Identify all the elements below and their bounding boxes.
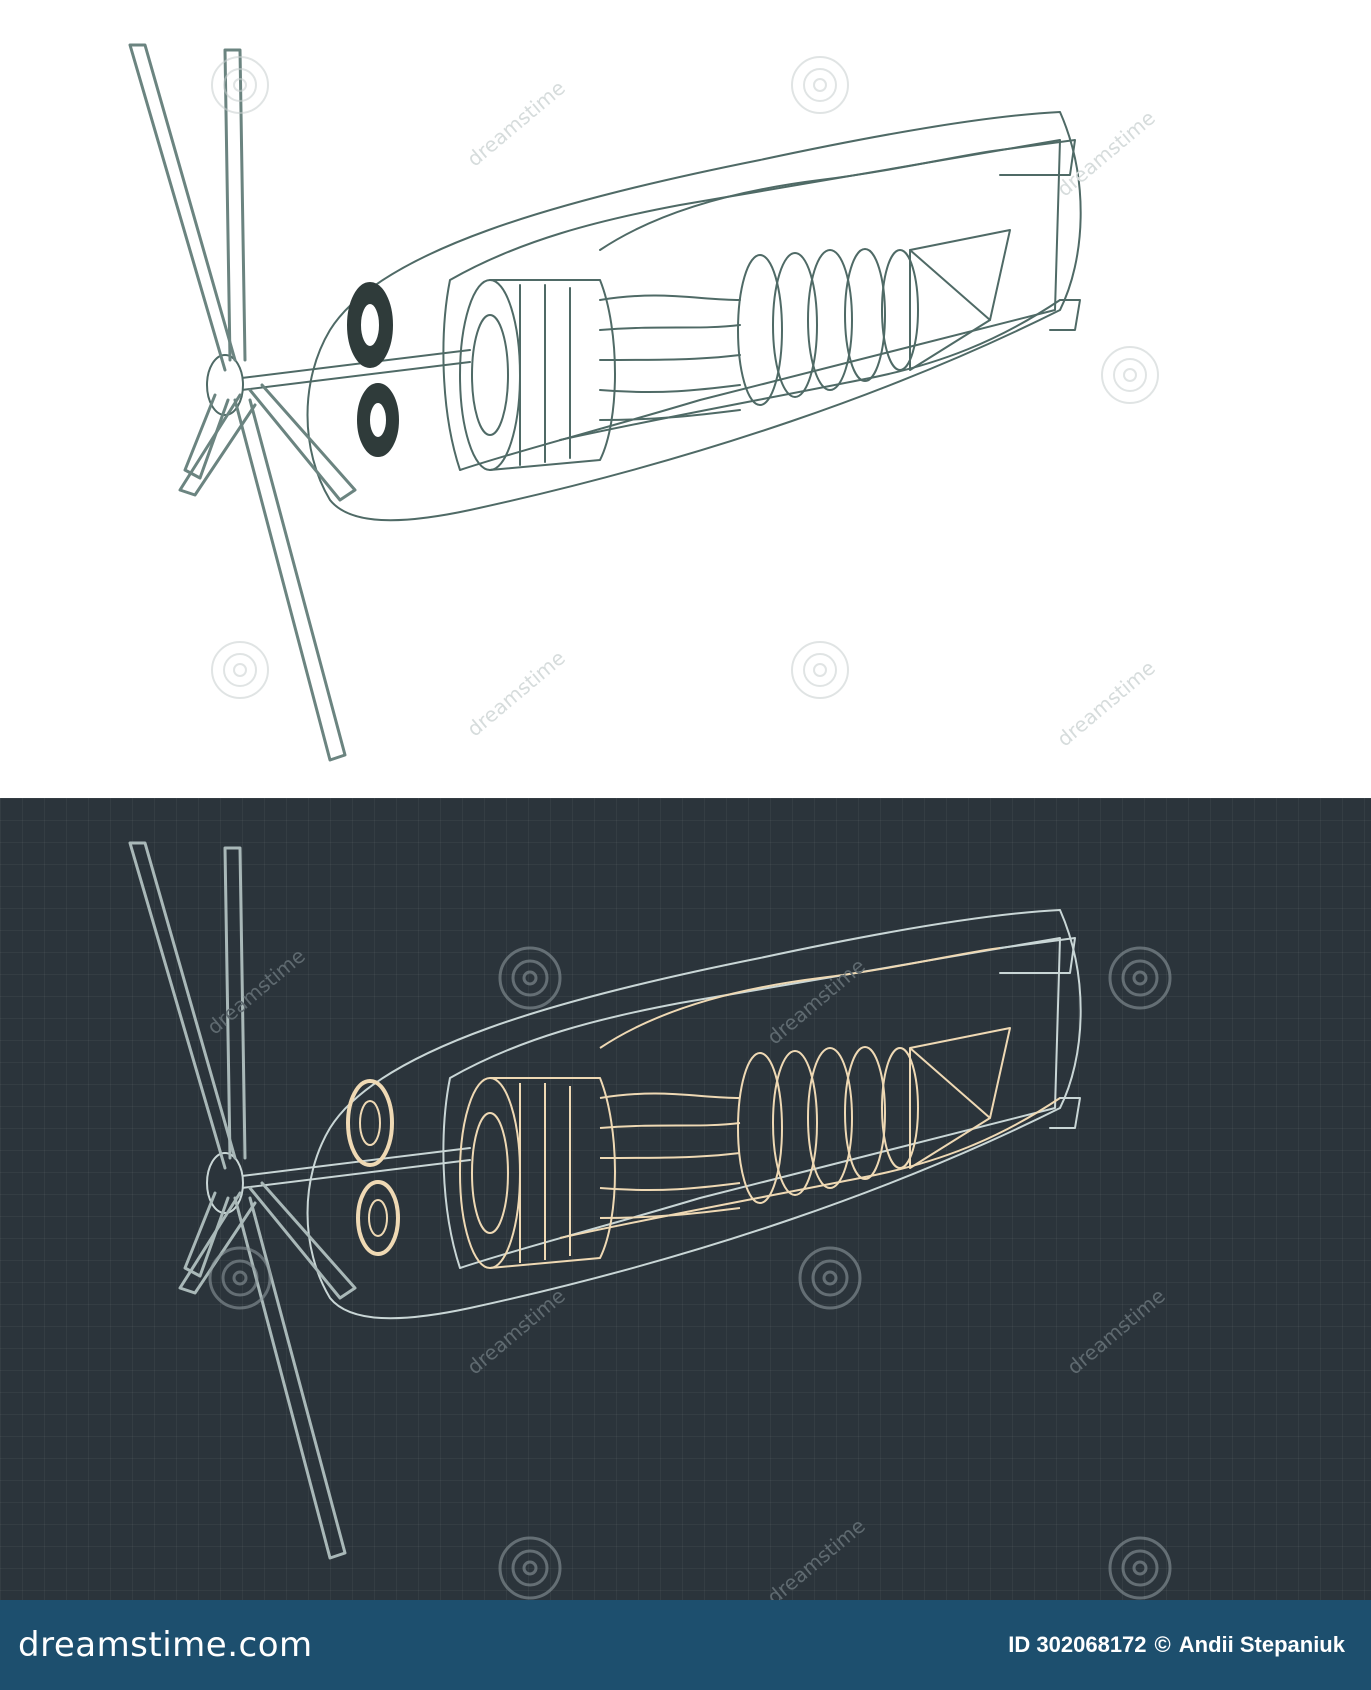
nacelle-outline <box>306 111 1082 522</box>
dark-drawing-panel: dreamstime dreamstime dreamstime dreamst… <box>0 798 1371 1600</box>
engine-drawing-dark <box>128 841 1172 1600</box>
exhaust-cone <box>909 1027 1011 1169</box>
image-id: ID 302068172 <box>1008 1632 1147 1657</box>
watermark-spirals-dark <box>208 946 1172 1600</box>
compressor-drum <box>489 279 616 471</box>
propeller-shaft <box>224 1147 471 1179</box>
turbine-stage-1 <box>737 1052 783 1204</box>
nacelle-outline <box>306 909 1082 1320</box>
image-credit: ID 302068172 © Andii Stepaniuk <box>1008 1632 1345 1658</box>
watermark-spirals-light <box>211 56 1159 699</box>
stock-footer-bar: dreamstime.com ID 302068172 © Andii Step… <box>0 1600 1371 1690</box>
compressor-face <box>459 1077 521 1269</box>
exhaust-cone <box>909 229 1011 371</box>
cutaway-opening <box>442 937 1061 1269</box>
brand-logo-text[interactable]: dreamstime.com <box>18 1625 313 1665</box>
copyright-symbol: © <box>1154 1632 1171 1657</box>
duct-lower <box>559 299 1061 441</box>
propeller-shaft <box>224 349 471 381</box>
engine-drawing-light <box>128 43 1159 762</box>
author-name[interactable]: Andii Stepaniuk <box>1178 1632 1345 1657</box>
cutaway-opening <box>442 139 1061 471</box>
duct-upper <box>599 149 1001 251</box>
propeller-blades <box>128 841 357 1560</box>
light-drawing-panel: dreamstime dreamstime dreamstime dreamst… <box>0 0 1371 798</box>
turbine-stage-1 <box>737 254 783 406</box>
reduction-gearbox <box>346 1079 400 1256</box>
compressor-face <box>459 279 521 471</box>
propeller-blades <box>128 43 357 762</box>
